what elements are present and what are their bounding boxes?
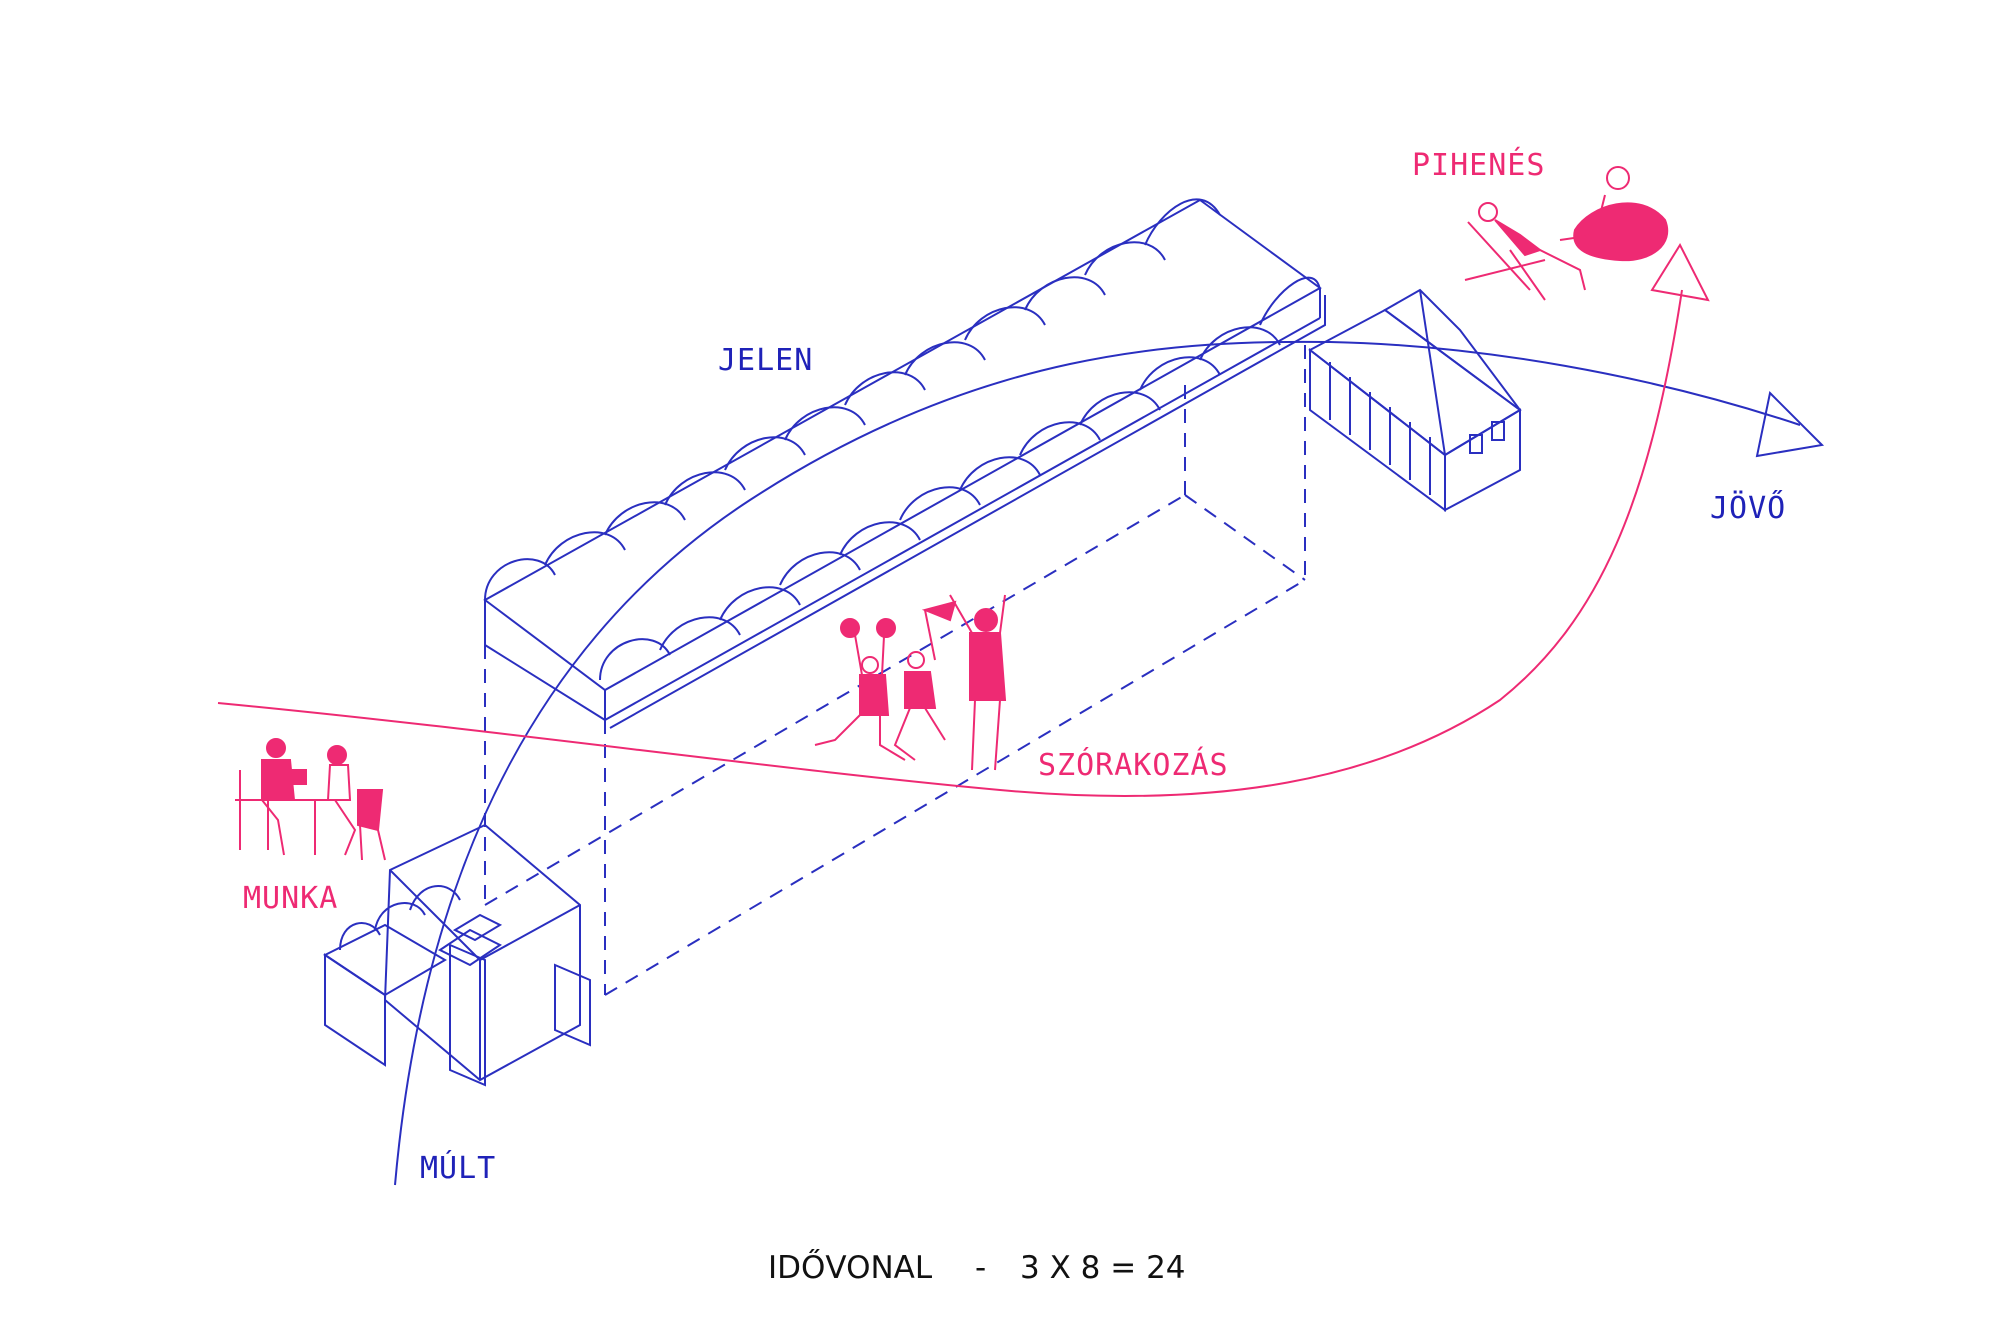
pink-timeline: [217, 289, 1683, 797]
projection-box: [484, 345, 1306, 996]
label-mult: MÚLT: [420, 1149, 496, 1186]
szorakozas-figures: [814, 594, 1007, 771]
blue-timeline: [394, 340, 1801, 1186]
mult-building: [323, 823, 591, 1087]
triangle-arrow-right-icon: [1755, 390, 1825, 458]
label-munka: MUNKA: [243, 881, 338, 916]
label-jovo: JÖVŐ: [1710, 489, 1786, 526]
munka-figures: [235, 738, 386, 861]
label-jelen: JELEN: [718, 343, 813, 378]
caption-separator: -: [975, 1250, 986, 1286]
jelen-building: [483, 198, 1326, 729]
caption-formula: 3 X 8 = 24: [1020, 1250, 1186, 1286]
jovo-house: [1308, 288, 1522, 512]
pihenes-figures: [1464, 166, 1669, 301]
triangle-arrow-up-icon: [1650, 242, 1710, 302]
label-pihenes: PIHENÉS: [1412, 147, 1545, 183]
label-szorakozas: SZÓRAKOZÁS: [1038, 746, 1229, 783]
caption-title: IDŐVONAL: [768, 1249, 933, 1286]
